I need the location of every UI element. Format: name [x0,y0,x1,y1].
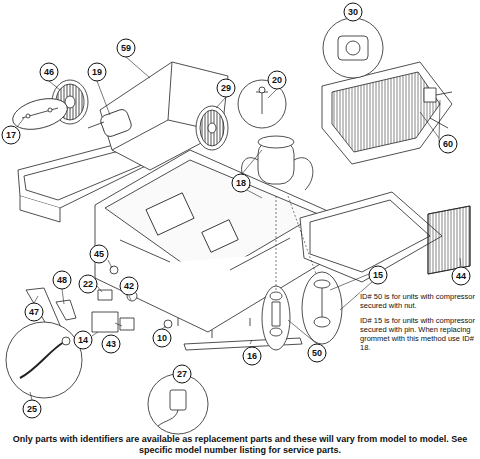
callout-number: 15 [369,266,388,285]
callout-number: 30 [344,3,363,22]
callout-number: 10 [153,329,172,348]
callout-number: 18 [232,174,251,193]
callout-number: 46 [40,63,59,82]
callout-number: 25 [23,400,42,419]
callout-number: 42 [120,277,139,296]
callout-number: 22 [79,275,98,294]
callout-number: 45 [90,245,109,264]
note-text: ID# 50 is for units with compressor secu… [360,292,476,310]
callout-number: 27 [173,365,192,384]
callout-number: 48 [53,271,72,290]
callout-number: 16 [243,347,262,366]
callout-number: 44 [452,267,471,286]
callout-number: 50 [308,344,327,363]
callout-number: 19 [88,63,107,82]
callout-number: 60 [439,135,458,154]
note-text: ID# 15 is for units with compressor secu… [360,316,476,352]
callout-number: 43 [102,335,121,354]
callout-number: 14 [74,331,93,350]
callout-number: 17 [2,126,21,145]
caption: Only parts with identifiers are availabl… [8,434,472,457]
callout-number: 59 [117,39,136,58]
callout-number: 29 [217,79,236,98]
callout-number: 47 [25,303,44,322]
callout-number: 20 [268,71,287,90]
